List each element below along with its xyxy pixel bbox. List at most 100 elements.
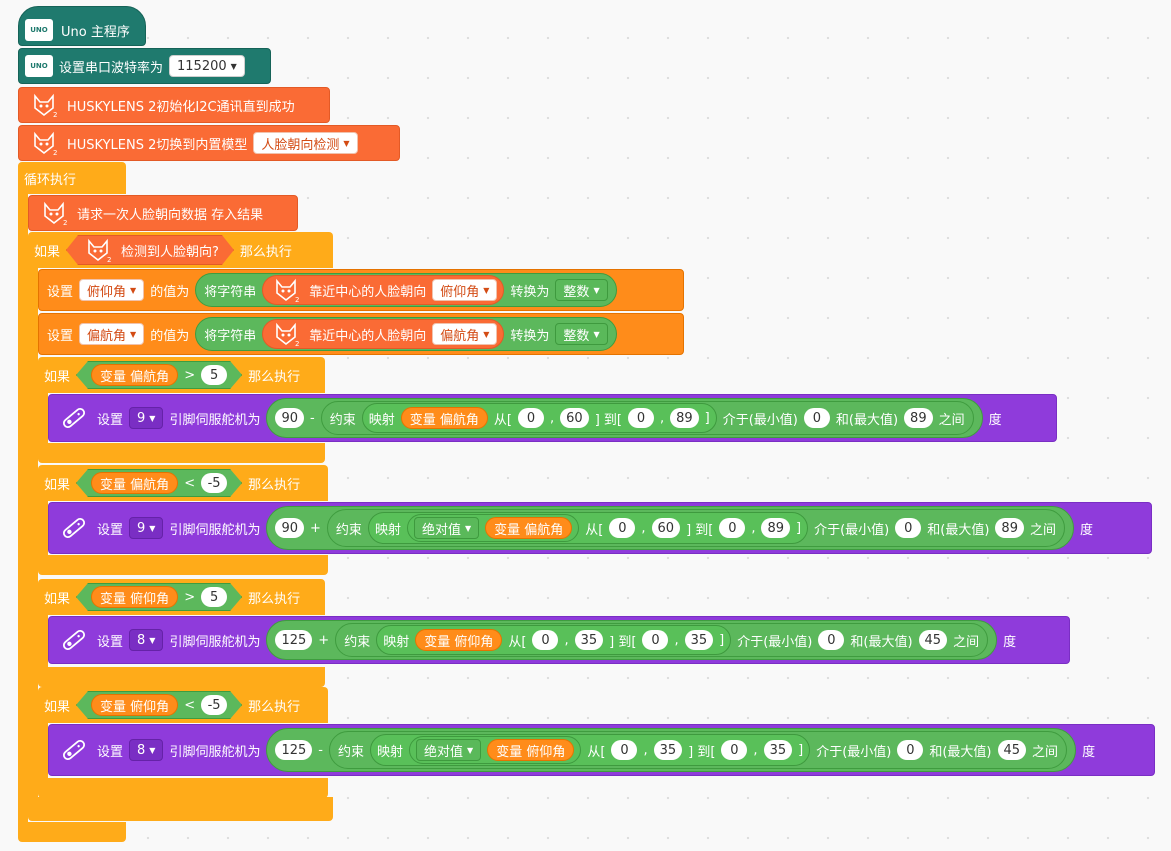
to-high-input[interactable]: 89 bbox=[670, 408, 699, 428]
number-type-dropdown[interactable]: 整数▼ bbox=[555, 323, 608, 345]
map-reporter[interactable]: 映射 变量 偏航角 从[ 0 , 60 ] 到[ 0 , 89 ] bbox=[361, 403, 717, 433]
math-op-dropdown[interactable]: 绝对值▼ bbox=[416, 739, 482, 761]
if-pitch-lt-block-top[interactable]: 如果 变量 俯仰角 < -5 那么执行 bbox=[38, 687, 328, 723]
orientation-field-dropdown[interactable]: 俯仰角▼ bbox=[432, 279, 498, 301]
yaw-variable-reporter[interactable]: 变量 偏航角 bbox=[91, 472, 178, 494]
math-op-dropdown[interactable]: 绝对值▼ bbox=[413, 517, 480, 539]
constrain-reporter[interactable]: 约束 映射 绝对值▼ 变量 俯仰角 从[ 0 , 35 ] 到[ 0 , 35 … bbox=[329, 731, 1068, 769]
from-low-input[interactable]: 0 bbox=[532, 630, 559, 650]
to-low-input[interactable]: 0 bbox=[721, 740, 748, 760]
servo-set-block[interactable]: 设置 8▼ 引脚伺服舵机为 125 - 约束 映射 绝对值▼ 变量 俯仰角 从[… bbox=[48, 724, 1155, 776]
threshold-input[interactable]: -5 bbox=[201, 695, 227, 715]
pitch-lt-condition[interactable]: 变量 俯仰角 < -5 bbox=[76, 691, 242, 719]
pitch-variable-reporter[interactable]: 变量 俯仰角 bbox=[415, 629, 503, 651]
pitch-variable-reporter[interactable]: 变量 俯仰角 bbox=[91, 586, 178, 608]
variable-dropdown[interactable]: 俯仰角▼ bbox=[79, 279, 145, 301]
threshold-input[interactable]: -5 bbox=[201, 473, 227, 493]
near-center-face-reporter[interactable]: 2 靠近中心的人脸朝向 偏航角▼ bbox=[262, 319, 505, 349]
number-type-dropdown[interactable]: 整数▼ bbox=[555, 279, 608, 301]
face-detected-condition[interactable]: 2 检测到人脸朝向? bbox=[66, 235, 234, 265]
from-low-input[interactable]: 0 bbox=[518, 408, 544, 428]
pitch-variable-reporter[interactable]: 变量 俯仰角 bbox=[487, 739, 575, 761]
from-low-input[interactable]: 0 bbox=[609, 518, 636, 538]
max-input[interactable]: 89 bbox=[904, 408, 933, 428]
constrain-reporter[interactable]: 约束 映射 变量 偏航角 从[ 0 , 60 ] 到[ 0 , 89 ] 介于(… bbox=[320, 401, 974, 435]
pitch-variable-reporter[interactable]: 变量 俯仰角 bbox=[91, 694, 178, 716]
string-to-number-reporter[interactable]: 将字符串 2 靠近中心的人脸朝向 偏航角▼ 转换为 整数▼ bbox=[195, 317, 617, 351]
variable-dropdown[interactable]: 偏航角▼ bbox=[79, 323, 145, 345]
yaw-variable-reporter[interactable]: 变量 偏航角 bbox=[485, 517, 573, 539]
constrain-reporter[interactable]: 约束 映射 变量 俯仰角 从[ 0 , 35 ] 到[ 0 , 35 ] 介于(… bbox=[335, 623, 989, 657]
map-reporter[interactable]: 映射 绝对值▼ 变量 俯仰角 从[ 0 , 35 ] 到[ 0 , 35 ] bbox=[370, 734, 811, 766]
max-input[interactable]: 89 bbox=[995, 518, 1024, 538]
baud-rate-dropdown[interactable]: 115200▼ bbox=[169, 55, 245, 77]
yaw-gt-condition[interactable]: 变量 偏航角 > 5 bbox=[76, 361, 242, 389]
min-input[interactable]: 0 bbox=[897, 740, 924, 760]
huskylens-switch-model-block[interactable]: 2 HUSKYLENS 2切换到内置模型 人脸朝向检测▼ bbox=[18, 125, 400, 161]
to-low-input[interactable]: 0 bbox=[719, 518, 746, 538]
string-to-number-reporter[interactable]: 将字符串 2 靠近中心的人脸朝向 俯仰角▼ 转换为 整数▼ bbox=[195, 273, 617, 307]
abs-reporter[interactable]: 绝对值▼ 变量 俯仰角 bbox=[409, 736, 582, 764]
threshold-input[interactable]: 5 bbox=[201, 365, 227, 385]
base-angle-input[interactable]: 90 bbox=[275, 518, 305, 538]
set-serial-baud-block[interactable]: UNO 设置串口波特率为 115200▼ bbox=[18, 48, 271, 84]
set-yaw-variable-block[interactable]: 设置 偏航角▼ 的值为 将字符串 2 靠近中心的人脸朝向 偏航角▼ 转换为 整数… bbox=[38, 313, 684, 355]
from-low-input[interactable]: 0 bbox=[611, 740, 638, 760]
map-reporter[interactable]: 映射 绝对值▼ 变量 偏航角 从[ 0 , 60 ] 到[ 0 , 89 ] bbox=[367, 512, 809, 544]
if-pitch-gt-block-top[interactable]: 如果 变量 俯仰角 > 5 那么执行 bbox=[38, 579, 325, 615]
to-high-input[interactable]: 89 bbox=[761, 518, 791, 538]
pin-dropdown[interactable]: 8▼ bbox=[129, 739, 164, 761]
orientation-field-dropdown[interactable]: 偏航角▼ bbox=[432, 323, 498, 345]
to-high-input[interactable]: 35 bbox=[763, 740, 793, 760]
to-low-input[interactable]: 0 bbox=[642, 630, 669, 650]
map-label: 映射 bbox=[377, 744, 404, 760]
pin-dropdown[interactable]: 9▼ bbox=[129, 407, 164, 429]
variable-prefix: 变量 bbox=[409, 412, 436, 428]
servo-set-block[interactable]: 设置 9▼ 引脚伺服舵机为 90 - 约束 映射 变量 偏航角 从[ 0 , 6… bbox=[48, 394, 1057, 442]
pin-dropdown[interactable]: 8▼ bbox=[129, 629, 164, 651]
yaw-variable-reporter[interactable]: 变量 偏航角 bbox=[400, 407, 488, 429]
max-input[interactable]: 45 bbox=[997, 740, 1027, 760]
model-dropdown[interactable]: 人脸朝向检测▼ bbox=[253, 132, 358, 154]
yaw-variable-reporter[interactable]: 变量 偏航角 bbox=[91, 364, 178, 386]
servo-set-block[interactable]: 设置 9▼ 引脚伺服舵机为 90 + 约束 映射 绝对值▼ 变量 偏航角 从[ … bbox=[48, 502, 1152, 554]
from-high-input[interactable]: 35 bbox=[653, 740, 683, 760]
base-angle-input[interactable]: 125 bbox=[275, 630, 313, 650]
from-high-input[interactable]: 60 bbox=[651, 518, 681, 538]
threshold-input[interactable]: 5 bbox=[201, 587, 227, 607]
pin-dropdown[interactable]: 9▼ bbox=[129, 517, 164, 539]
base-angle-input[interactable]: 90 bbox=[275, 408, 305, 428]
if-yaw-gt-block-top[interactable]: 如果 变量 偏航角 > 5 那么执行 bbox=[38, 357, 325, 393]
detect-label: 检测到人脸朝向? bbox=[121, 244, 219, 260]
angle-expression[interactable]: 125 + 约束 映射 变量 俯仰角 从[ 0 , 35 ] 到[ 0 , 35… bbox=[266, 620, 998, 660]
min-input[interactable]: 0 bbox=[818, 630, 845, 650]
loop-block-top[interactable]: 循环执行 bbox=[18, 162, 126, 194]
constrain-reporter[interactable]: 约束 映射 绝对值▼ 变量 偏航角 从[ 0 , 60 ] 到[ 0 , 89 … bbox=[326, 509, 1065, 547]
uno-main-hat-block[interactable]: UNO Uno 主程序 bbox=[18, 6, 146, 46]
from-high-input[interactable]: 35 bbox=[574, 630, 604, 650]
min-input[interactable]: 0 bbox=[803, 408, 830, 428]
servo-set-block[interactable]: 设置 8▼ 引脚伺服舵机为 125 + 约束 映射 变量 俯仰角 从[ 0 , … bbox=[48, 616, 1070, 664]
max-input[interactable]: 45 bbox=[918, 630, 948, 650]
huskylens-init-block[interactable]: 2 HUSKYLENS 2初始化I2C通讯直到成功 bbox=[18, 87, 330, 123]
set-pitch-variable-block[interactable]: 设置 俯仰角▼ 的值为 将字符串 2 靠近中心的人脸朝向 俯仰角▼ 转换为 整数… bbox=[38, 269, 684, 311]
from-high-input[interactable]: 60 bbox=[560, 408, 589, 428]
near-center-face-reporter[interactable]: 2 靠近中心的人脸朝向 俯仰角▼ bbox=[262, 275, 505, 305]
close-bracket: ] bbox=[719, 632, 725, 648]
pitch-gt-condition[interactable]: 变量 俯仰角 > 5 bbox=[76, 583, 242, 611]
angle-expression[interactable]: 90 - 约束 映射 变量 偏航角 从[ 0 , 60 ] 到[ 0 , 89 … bbox=[266, 398, 983, 438]
request-face-orientation-block[interactable]: 2 请求一次人脸朝向数据 存入结果 bbox=[28, 195, 298, 231]
yaw-lt-condition[interactable]: 变量 偏航角 < -5 bbox=[76, 469, 242, 497]
angle-expression[interactable]: 90 + 约束 映射 绝对值▼ 变量 偏航角 从[ 0 , 60 ] 到[ 0 … bbox=[266, 506, 1074, 550]
pin-value: 8 bbox=[137, 742, 146, 758]
base-angle-input[interactable]: 125 bbox=[275, 740, 313, 760]
if-yaw-lt-block-top[interactable]: 如果 变量 偏航角 < -5 那么执行 bbox=[38, 465, 328, 501]
chevron-down-icon: ▼ bbox=[149, 745, 156, 755]
angle-expression[interactable]: 125 - 约束 映射 绝对值▼ 变量 俯仰角 从[ 0 , 35 ] 到[ 0… bbox=[266, 728, 1077, 772]
to-high-input[interactable]: 35 bbox=[684, 630, 714, 650]
if-detect-block-top[interactable]: 如果 2 检测到人脸朝向? 那么执行 bbox=[28, 232, 333, 268]
min-input[interactable]: 0 bbox=[895, 518, 922, 538]
to-low-input[interactable]: 0 bbox=[627, 408, 654, 428]
map-reporter[interactable]: 映射 变量 俯仰角 从[ 0 , 35 ] 到[ 0 , 35 ] bbox=[376, 625, 732, 655]
abs-reporter[interactable]: 绝对值▼ 变量 偏航角 bbox=[406, 514, 580, 542]
